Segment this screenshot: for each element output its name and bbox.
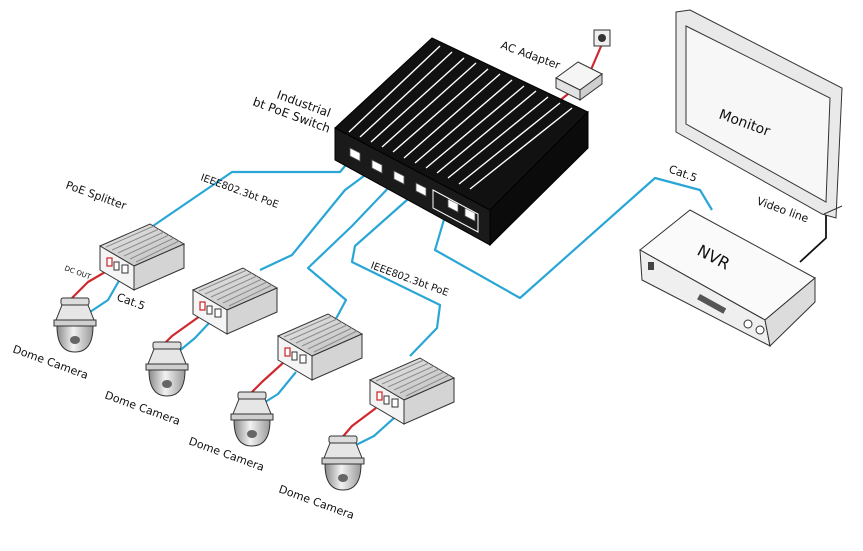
poe-splitter-icon — [277, 313, 363, 381]
ac-adapter-icon — [555, 61, 603, 101]
nvr-icon — [639, 209, 816, 348]
dc-out-label: DC OUT — [63, 264, 92, 281]
network-cable-2 — [259, 169, 373, 271]
wall-outlet-icon — [593, 29, 611, 47]
camera-cable-2 — [177, 321, 211, 353]
network-cable-4 — [350, 191, 442, 357]
ac-adapter-label: AC Adapter — [499, 39, 562, 73]
poe-splitter-icon — [99, 223, 185, 291]
cat5-label-splitter: Cat.5 — [115, 291, 147, 313]
dc-cable-3 — [249, 361, 285, 395]
ieee-label-bottom: IEEE802.3bt PoE — [369, 260, 450, 298]
camera-cable-4 — [349, 417, 395, 449]
ieee-label-top: IEEE802.3bt PoE — [199, 172, 280, 210]
poe-splitter-icon — [369, 357, 455, 425]
poe-switch-icon — [334, 37, 589, 247]
dome-camera-icon — [53, 297, 97, 353]
camera-cable-3 — [261, 371, 297, 405]
network-cable-nvr — [433, 176, 713, 300]
poe-splitter-label: PoE Splitter — [64, 179, 128, 213]
ac-power-cord — [588, 43, 604, 73]
poe-splitter-icon — [192, 267, 278, 335]
monitor-icon — [675, 9, 843, 219]
dc-cable-4 — [339, 407, 377, 441]
network-cable-3 — [306, 181, 395, 331]
